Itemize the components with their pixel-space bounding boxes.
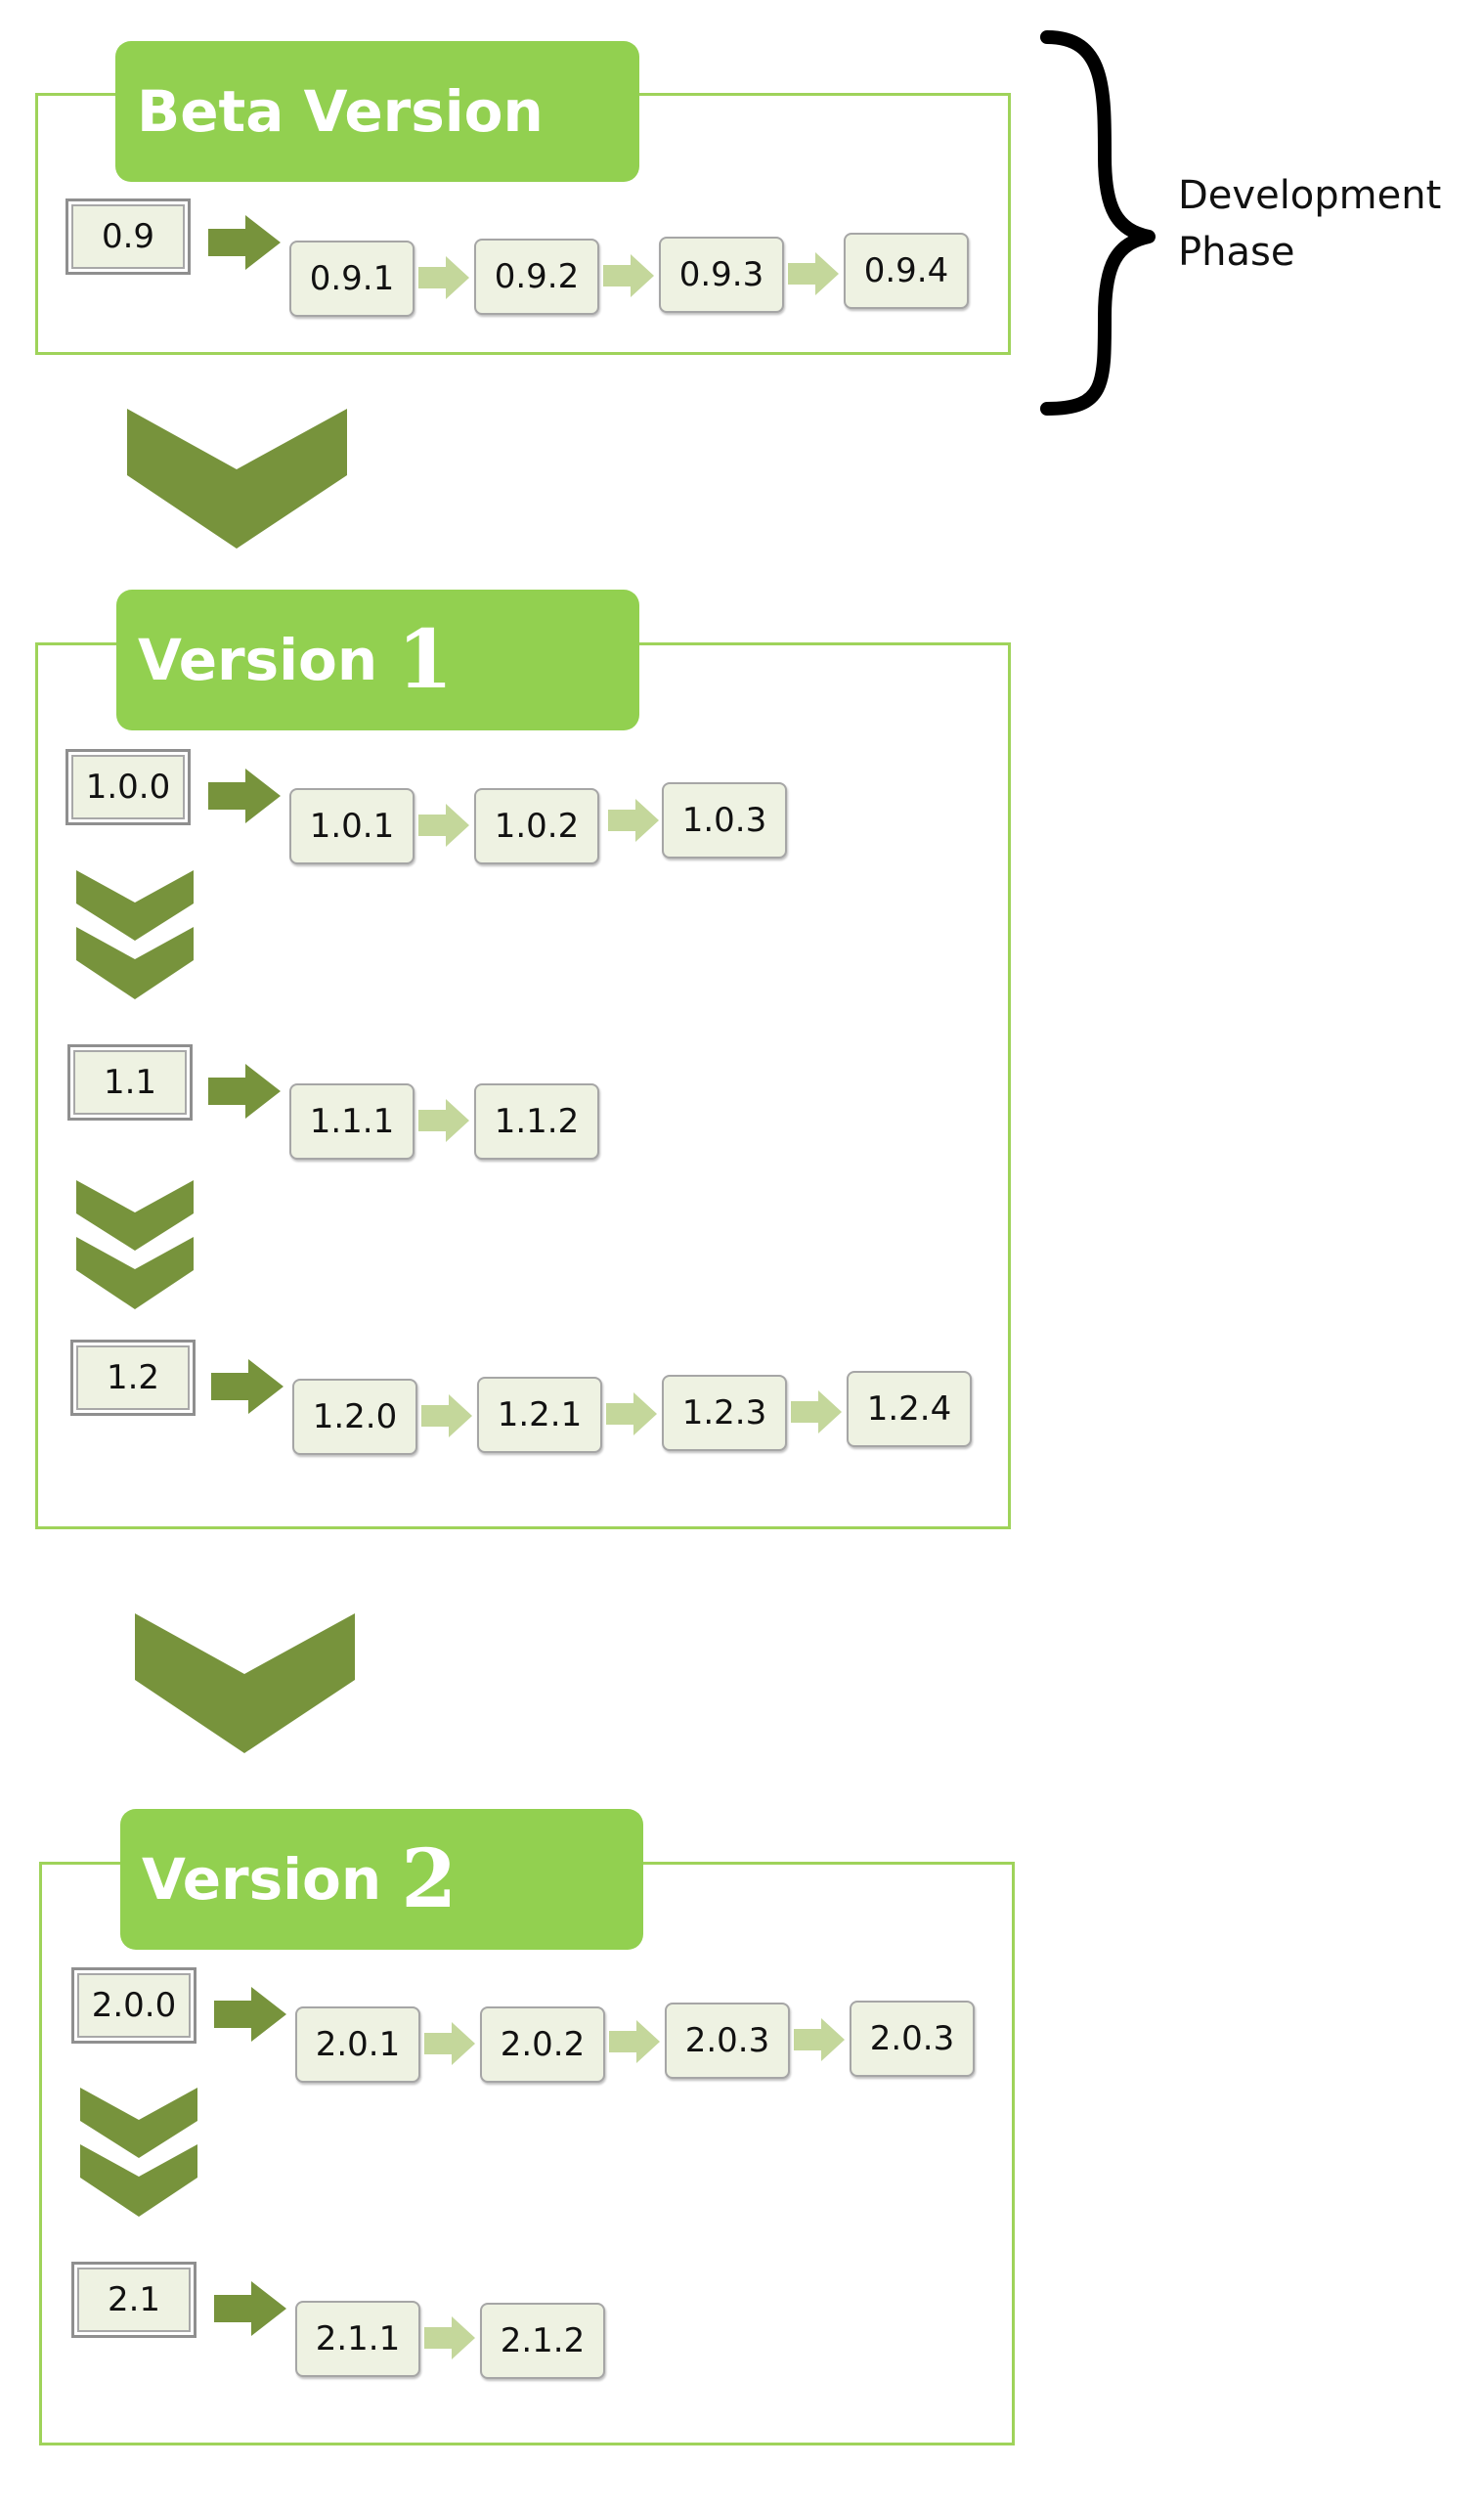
version-box: 1.2 <box>70 1340 196 1416</box>
release-box: 1.2.4 <box>847 1371 972 1447</box>
light-arrow-right-icon <box>418 1099 469 1142</box>
chevron-down-icon <box>135 1613 355 1753</box>
release-box: 0.9.4 <box>844 233 969 309</box>
release-box: 1.1.2 <box>474 1083 599 1160</box>
release-box: 1.1.1 <box>289 1083 415 1160</box>
light-arrow-right-icon <box>421 1394 472 1437</box>
annotation-line-2: Phase <box>1178 230 1295 275</box>
light-arrow-right-icon <box>606 1392 657 1435</box>
arrow-right-icon <box>214 1987 286 2042</box>
double-chevron-down-icon <box>80 2088 197 2217</box>
release-box: 2.1.2 <box>480 2303 605 2379</box>
phase-banner-version-1: Version 1 <box>116 590 639 730</box>
release-box: 1.0.1 <box>289 788 415 864</box>
version-box: 0.9 <box>65 198 191 275</box>
double-chevron-down-icon <box>76 870 194 999</box>
light-arrow-right-icon <box>608 799 659 842</box>
phase-number: 1 <box>397 613 454 707</box>
annotation-line-1: Development <box>1178 173 1442 218</box>
release-box: 2.1.1 <box>295 2301 420 2377</box>
release-box: 0.9.2 <box>474 239 599 315</box>
phase-banner-beta: Beta Version <box>115 41 639 182</box>
arrow-right-icon <box>211 1359 284 1414</box>
release-box: 2.0.1 <box>295 2006 420 2083</box>
version-box: 2.1 <box>71 2262 196 2338</box>
phase-title: Version <box>138 627 378 693</box>
release-box: 0.9.1 <box>289 241 415 317</box>
arrow-right-icon <box>208 215 281 270</box>
version-box: 2.0.0 <box>71 1967 196 2044</box>
arrow-right-icon <box>208 769 281 823</box>
release-box: 0.9.3 <box>659 237 784 313</box>
chevron-down-icon <box>127 409 347 549</box>
release-box: 2.0.3 <box>665 2003 790 2079</box>
phase-number: 2 <box>401 1832 458 1926</box>
light-arrow-right-icon <box>788 252 839 295</box>
light-arrow-right-icon <box>791 1390 842 1433</box>
version-box: 1.0.0 <box>65 749 191 825</box>
light-arrow-right-icon <box>418 256 469 299</box>
release-box: 1.0.3 <box>662 782 787 859</box>
light-arrow-right-icon <box>609 2020 660 2063</box>
light-arrow-right-icon <box>424 2316 475 2359</box>
development-phase-label: Development Phase <box>1178 167 1441 281</box>
light-arrow-right-icon <box>794 2018 845 2061</box>
release-box: 2.0.2 <box>480 2006 605 2083</box>
phase-title: Version <box>142 1846 382 1913</box>
arrow-right-icon <box>208 1064 281 1119</box>
curly-brace-icon <box>1040 30 1156 416</box>
release-box: 1.2.0 <box>292 1379 417 1455</box>
light-arrow-right-icon <box>424 2022 475 2065</box>
release-box: 1.2.3 <box>662 1375 787 1451</box>
light-arrow-right-icon <box>603 254 654 297</box>
release-box: 2.0.3 <box>850 2001 975 2077</box>
version-box: 1.1 <box>67 1044 193 1121</box>
double-chevron-down-icon <box>76 1180 194 1309</box>
phase-title: Beta Version <box>137 78 544 145</box>
arrow-right-icon <box>214 2281 286 2336</box>
release-box: 1.2.1 <box>477 1377 602 1453</box>
release-box: 1.0.2 <box>474 788 599 864</box>
phase-banner-version-2: Version 2 <box>120 1809 643 1950</box>
light-arrow-right-icon <box>418 804 469 847</box>
